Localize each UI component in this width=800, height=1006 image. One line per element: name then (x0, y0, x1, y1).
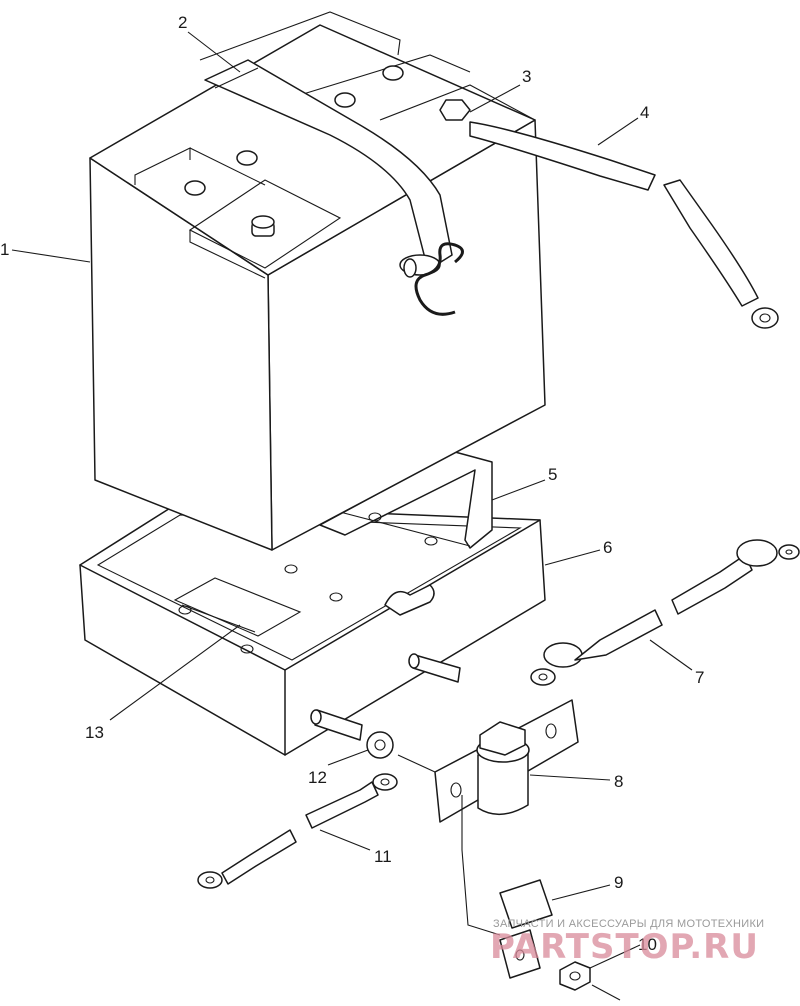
terminal-clip (499, 879, 553, 979)
callout-6: 6 (603, 538, 612, 557)
mounting-stud (310, 709, 363, 741)
terminal-post (251, 215, 275, 237)
callout-10: 10 (638, 935, 657, 954)
callout-7: 7 (695, 668, 704, 687)
cable-7 (530, 539, 800, 686)
callout-3: 3 (522, 67, 531, 86)
callout-9: 9 (614, 873, 623, 892)
watermark-tagline: ЗАПЧАСТИ И АКСЕССУАРЫ ДЛЯ МОТОТЕХНИКИ (493, 918, 764, 930)
callout-1: 1 (0, 240, 9, 259)
battery-tray (79, 504, 546, 756)
callout-8: 8 (614, 772, 623, 791)
callout-4: 4 (640, 103, 649, 122)
watermark-logo: PARTSTOP.RU (490, 927, 759, 967)
callout-12: 12 (308, 768, 327, 787)
star-washer (366, 731, 394, 759)
callout-2: 2 (178, 13, 187, 32)
mounting-stud (408, 653, 461, 683)
battery-body (89, 11, 546, 551)
callout-labels: 1 2 3 4 5 6 7 8 9 10 11 12 13 (0, 13, 704, 954)
watermark: ЗАПЧАСТИ И АКСЕССУАРЫ ДЛЯ МОТОТЕХНИКИ PA… (490, 918, 764, 967)
ground-cable (197, 773, 398, 889)
hold-down-strap (204, 59, 464, 316)
positive-cable (439, 99, 779, 329)
assembly-line (397, 754, 621, 1001)
callout-5: 5 (548, 465, 557, 484)
retainer-bracket (319, 451, 493, 549)
solenoid (434, 699, 579, 823)
callout-11: 11 (374, 847, 392, 866)
leader-lines (11, 31, 693, 969)
hex-nut (559, 961, 591, 991)
callout-13: 13 (85, 723, 104, 742)
